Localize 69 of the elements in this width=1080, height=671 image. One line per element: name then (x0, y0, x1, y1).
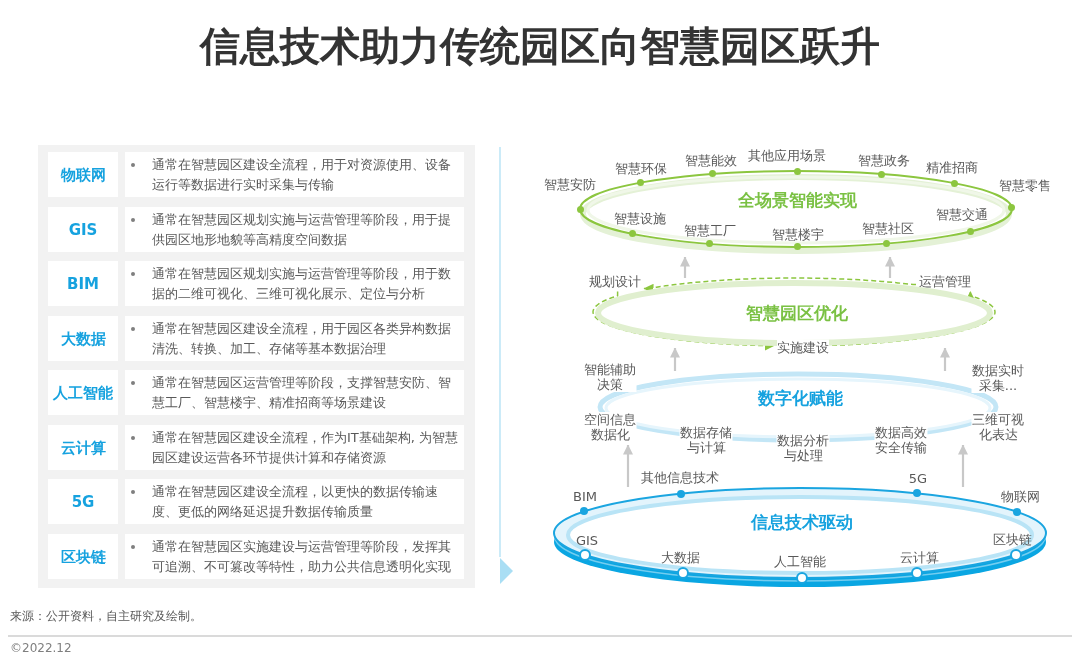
description-card (125, 479, 464, 524)
description-card (125, 425, 464, 470)
platform-disc (553, 487, 1047, 588)
technology-label: 云计算 (899, 549, 939, 565)
description-text: 通常在智慧园区规划实施与运营管理等阶段，用于数据的二维可视化、三维可视化展示、定位与分析 (152, 265, 452, 303)
term-card: GIS (48, 207, 118, 252)
capability-label: 智能辅助决策 (583, 362, 637, 392)
term-card: 大数据 (48, 316, 118, 361)
term-card: 物联网 (48, 152, 118, 197)
stage-label: 运营管理 (919, 273, 971, 289)
technology-label: BIM (573, 488, 597, 504)
description-card (125, 261, 464, 306)
technology-label: 物联网 (1000, 488, 1040, 504)
scenario-label: 智慧能效 (685, 152, 737, 168)
description-card (125, 534, 464, 579)
technology-label: GIS (575, 532, 599, 548)
scenario-label: 智慧安防 (544, 176, 596, 192)
scenario-label: 智慧政务 (858, 152, 910, 168)
capability-label: 数据分析与处理 (776, 433, 830, 463)
scenario-label: 智慧社区 (862, 220, 914, 236)
arrow (670, 347, 680, 371)
description-card (125, 152, 464, 197)
arrow (885, 256, 895, 278)
term-card: 云计算 (48, 425, 118, 470)
description-text: 通常在智慧园区建设全流程，以更快的数据传输速度、更低的网络延迟提升数据传输质量 (152, 483, 439, 521)
stage-label: 实施建设 (777, 339, 829, 355)
technology-label: 5G (908, 470, 928, 486)
capability-label: 三维可视化表达 (971, 412, 1025, 442)
arrow (940, 347, 950, 371)
capability-label: 数据实时采集... (971, 363, 1025, 393)
ring-title: 智慧园区优化 (746, 304, 848, 324)
capability-label: 数据高效安全传输 (874, 425, 928, 455)
capability-label: 数据存储与计算 (679, 425, 733, 455)
description-text: 通常在智慧园区建设全流程，作为IT基础架构, 为智慧园区建设运营各环节提供计算和存储资源 (152, 429, 460, 467)
scenario-label: 智慧交通 (936, 206, 988, 222)
ring-title: 数字化赋能 (757, 389, 843, 409)
scenario-label: 智慧工厂 (684, 222, 736, 238)
term-card: 人工智能 (48, 370, 118, 415)
source-note: 来源：公开资料，自主研究及绘制。 (10, 609, 202, 624)
scenario-label: 智慧楼宇 (772, 226, 824, 242)
description-text: 通常在智慧园区运营管理等阶段，支撑智慧安防、智慧工厂、智慧楼宇、精准招商等场景建设 (152, 374, 452, 412)
description-card (125, 207, 464, 252)
copyright-note: ©2022.12 (10, 641, 72, 656)
scenario-label: 智慧设施 (614, 210, 666, 226)
description-card (125, 370, 464, 415)
scenario-label: 智慧零售 (999, 177, 1051, 193)
stage-label: 规划设计 (589, 273, 641, 289)
capability-label: 空间信息数据化 (583, 412, 637, 442)
technology-label: 人工智能 (774, 553, 826, 569)
term-card: 5G (48, 479, 118, 524)
description-text: 通常在智慧园区建设全流程，用于园区各类异构数据清洗、转换、加工、存储等基本数据治理 (152, 320, 452, 358)
scenario-label: 精准招商 (926, 159, 978, 175)
description-text: 通常在智慧园区建设全流程，用于对资源使用、设备运行等数据进行实时采集与传输 (152, 156, 452, 194)
term-card: BIM (48, 261, 118, 306)
ring-title: 全场景智能实现 (737, 191, 857, 211)
technology-label: 其他信息技术 (641, 469, 719, 485)
arrow (958, 444, 968, 487)
arrow (623, 444, 633, 487)
term-card: 区块链 (48, 534, 118, 579)
technology-label: 区块链 (992, 531, 1032, 547)
technology-label: 大数据 (660, 549, 700, 565)
scenario-label: 智慧环保 (615, 160, 667, 176)
description-text: 通常在智慧园区实施建设与运营管理等阶段，发挥其可追溯、不可篡改等特性，助力公共信息透明化实现 (152, 538, 452, 576)
description-card (125, 316, 464, 361)
description-text: 通常在智慧园区规划实施与运营管理等阶段，用于提供园区地形地貌等高精度空间数据 (152, 211, 452, 249)
ring-title: 信息技术驱动 (751, 513, 853, 533)
scenario-label: 其他应用场景 (748, 147, 826, 163)
arrow (680, 256, 690, 278)
diagram-title: 信息技术助力传统园区向智慧园区跃升 (200, 22, 880, 71)
